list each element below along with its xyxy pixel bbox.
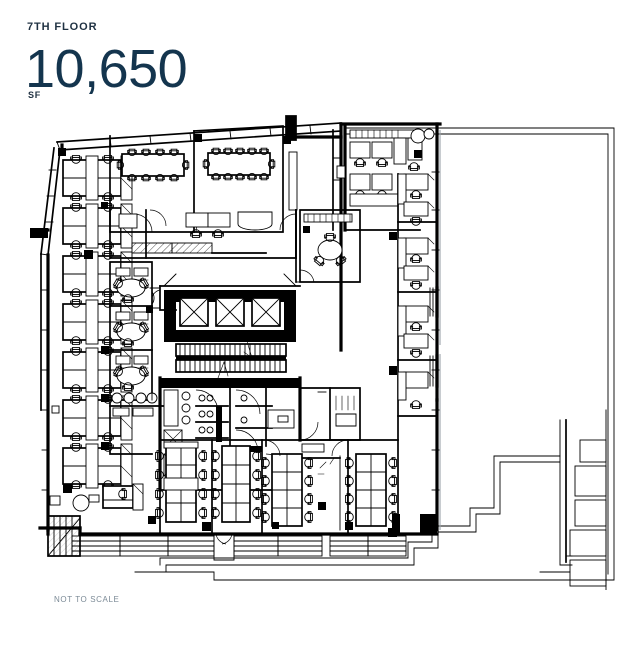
private-office-east-2 (389, 232, 438, 293)
conference-room-north-center (193, 125, 298, 233)
workstation-cluster (62, 394, 133, 441)
private-offices-east (389, 173, 439, 531)
area-unit-label: SF (28, 90, 41, 100)
private-office-east-4 (389, 366, 438, 417)
huddle-rooms-center-west (109, 261, 165, 455)
open-office-south (148, 439, 399, 535)
workstation-cluster (62, 299, 133, 345)
scale-note: NOT TO SCALE (54, 595, 120, 604)
bench-group (261, 453, 327, 527)
elevator-cab (251, 292, 281, 327)
elevator-cab (179, 292, 209, 327)
bench-group (211, 445, 261, 523)
bench-group (345, 453, 397, 527)
huddle-room-b (112, 306, 153, 347)
huddle-room-c (112, 355, 150, 391)
stair-southwest (47, 515, 81, 557)
workstation-cluster (62, 155, 133, 201)
area-value: 10,650 (25, 39, 188, 99)
core-stair (175, 337, 287, 379)
small-meeting-north-core (295, 209, 361, 283)
south-window-glazing (71, 533, 407, 561)
private-office-east-1 (397, 173, 438, 226)
bench-group (148, 441, 207, 524)
floor-plan-drawing (30, 115, 615, 590)
page-title: 7TH FLOOR (27, 21, 98, 33)
elevator-cab (215, 292, 245, 327)
corridor-lines (151, 261, 399, 531)
adjacent-space-stack-east (539, 409, 607, 590)
elevator-core (149, 273, 301, 342)
private-office-east-3 (397, 305, 438, 361)
reception (49, 483, 144, 512)
open-office-northeast (332, 124, 435, 232)
huddle-room-a (112, 267, 150, 303)
pantry (109, 209, 297, 259)
service-rooms-east-core (299, 387, 361, 459)
workstation-cluster (62, 442, 133, 489)
